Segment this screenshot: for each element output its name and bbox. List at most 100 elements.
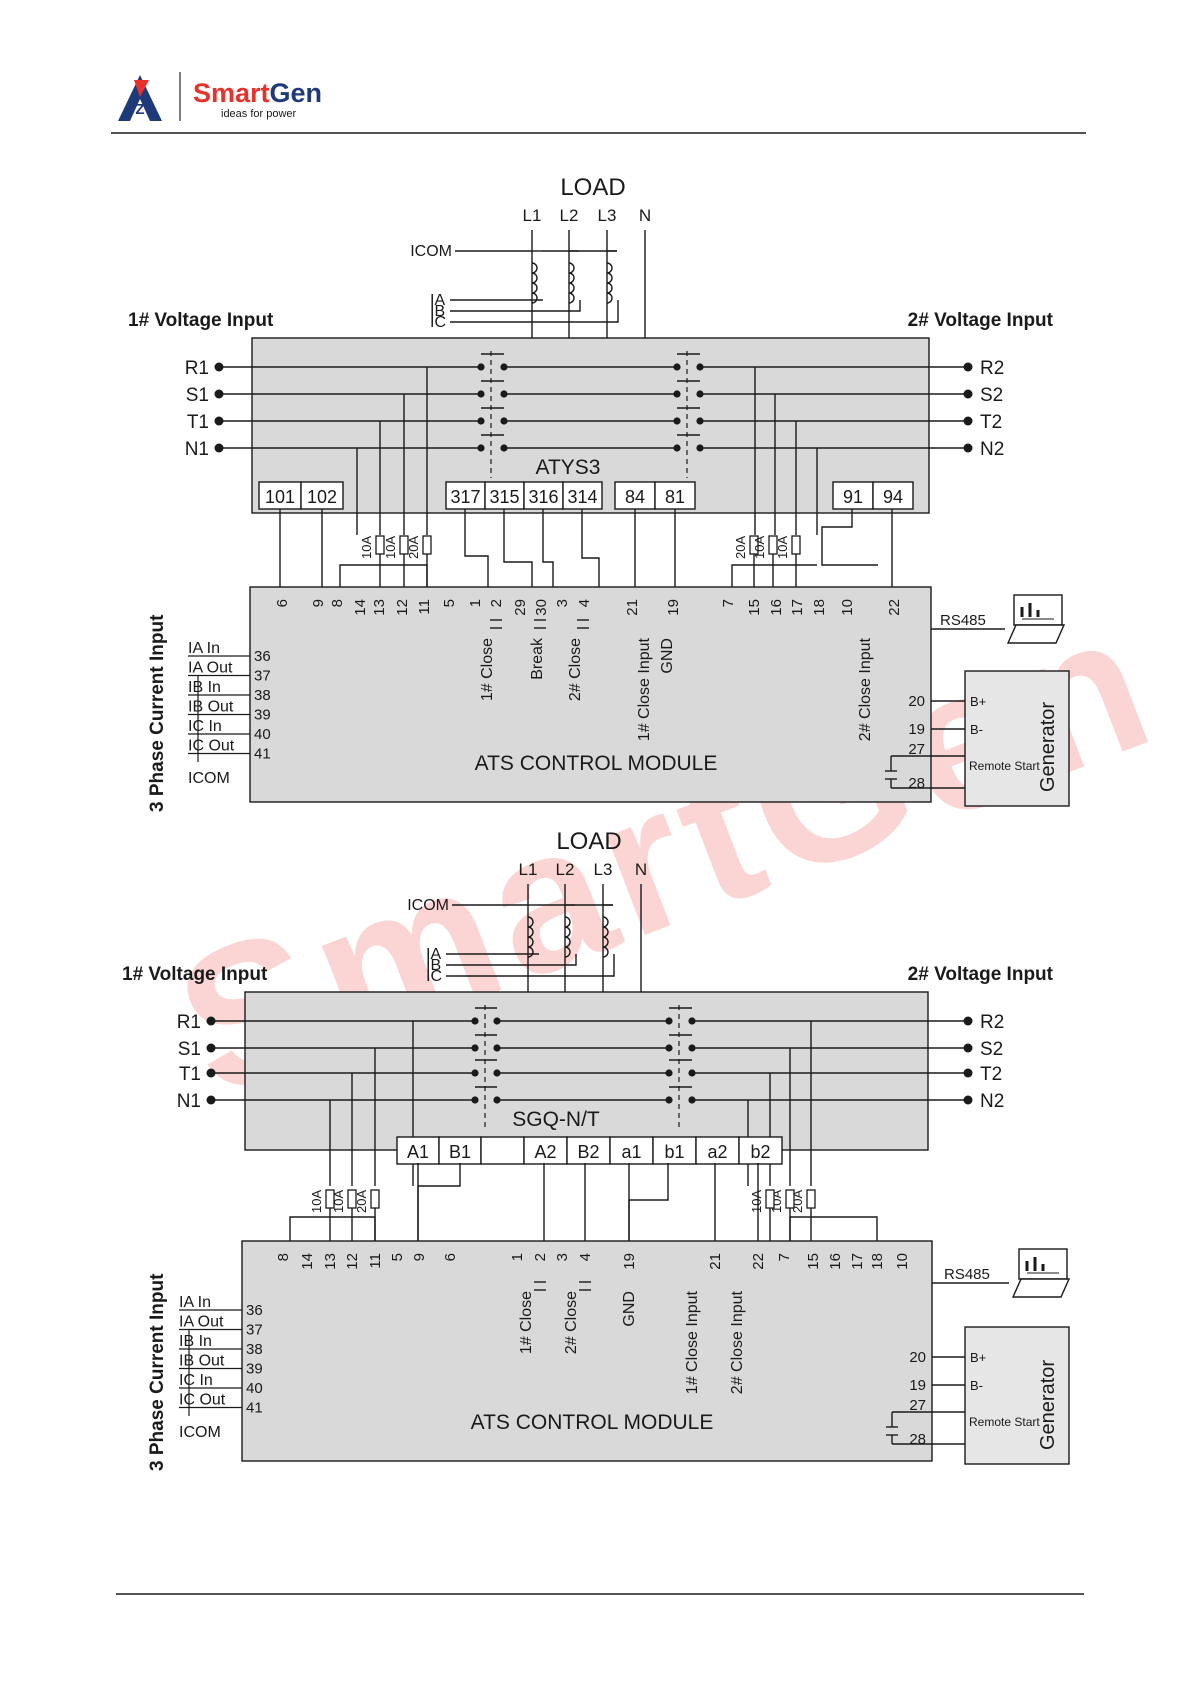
control-wire [464, 509, 489, 587]
switch-terminal-label: a2 [707, 1142, 727, 1162]
module-function-label: 1# Close Input [684, 1290, 701, 1394]
module-pin-label: 8 [329, 599, 346, 607]
brand-prefix: Smart [193, 78, 270, 108]
fuse-body [422, 535, 432, 555]
switch-terminal-label: A1 [407, 1142, 429, 1162]
fuse-source2: 20A [733, 535, 759, 559]
module-pin-label: 19 [665, 599, 682, 616]
generator-pin: 19 [908, 721, 925, 738]
ct-label-ib: IB [430, 303, 445, 320]
brand-tagline: ideas for power [221, 108, 297, 120]
current-input-label: IA In [179, 1294, 211, 1311]
ct-coil-ib [564, 916, 571, 958]
fuse-source1: 20A [354, 1189, 380, 1213]
fuse-rating: 10A [749, 1190, 764, 1213]
switch-terminal-label: 316 [528, 487, 558, 507]
module-pin-label: 18 [869, 1253, 886, 1270]
generator-terminal-label: B- [970, 722, 983, 737]
fuse-body [791, 535, 801, 555]
module-pin-label: 16 [768, 599, 785, 616]
module-pin-label: 3 [554, 599, 571, 607]
generator-terminal-label: B- [970, 1378, 983, 1393]
generator-box [964, 1326, 1070, 1465]
module-pin-label: 8 [275, 1253, 292, 1261]
current-input-title: 3 Phase Current Input [147, 614, 168, 812]
switch-terminal-label: B1 [449, 1142, 471, 1162]
module-pin-label: 15 [746, 599, 763, 616]
source2-switch-contact [665, 1007, 696, 1025]
brand-suffix: Gen [270, 78, 323, 108]
current-input-label: IB Out [188, 699, 234, 716]
ct-coil-ic [602, 916, 609, 958]
current-input-pin: 41 [246, 1400, 263, 1417]
source2-terminal-n2: N2 [980, 439, 1004, 460]
generator-pin: 27 [908, 741, 925, 758]
control-wire [417, 1163, 461, 1241]
source2-terminal-n2: N2 [980, 1091, 1004, 1112]
fuse-rating: 10A [309, 1190, 324, 1213]
current-input-label: IC Out [188, 738, 235, 755]
laptop-base [1011, 1278, 1071, 1298]
switch-terminal-label: 84 [625, 487, 645, 507]
source1-terminal-t1: T1 [179, 1064, 201, 1085]
fuse-body [765, 1189, 775, 1209]
module-pin-label: 13 [371, 599, 388, 616]
icom-label: ICOM [407, 897, 449, 914]
current-input-pin: 38 [246, 1341, 263, 1358]
module-pin-label: 29 [512, 599, 529, 616]
current-icom-label: ICOM [179, 1424, 221, 1441]
module-function-label: Break [529, 637, 546, 680]
source2-terminal-t2: T2 [980, 412, 1002, 433]
control-wire [503, 509, 533, 587]
current-input-label: IB Out [179, 1353, 225, 1370]
contact-point [477, 363, 485, 371]
ct-coil-ic [606, 262, 613, 304]
module-pin-label: 13 [322, 1253, 339, 1270]
ct-label-ib: IB [426, 957, 441, 974]
source1-switch-contact [471, 1059, 501, 1077]
contact-point [696, 390, 704, 398]
load-line-label: L1 [523, 206, 542, 225]
ct-label-ic: IC [426, 968, 442, 985]
load-line-label: L3 [594, 860, 613, 879]
contact-point [696, 417, 704, 425]
output-contact [534, 619, 546, 629]
load-line-label: L3 [598, 206, 617, 225]
module-pin-label: 11 [416, 599, 433, 615]
module-function-label: 1# Close [518, 1291, 535, 1354]
ct-coil-winding [568, 262, 575, 304]
contact-point [688, 1044, 696, 1052]
switch-terminal-label: 91 [843, 487, 863, 507]
source2-terminal-r2: R2 [980, 358, 1004, 379]
module-function-label: 2# Close [563, 1291, 580, 1354]
icom-label: ICOM [410, 243, 452, 260]
module-pin-label: 12 [344, 1253, 361, 1270]
load-line-label: L2 [560, 206, 579, 225]
module-function-label: 2# Close Input [729, 1290, 746, 1394]
module-pin-label: 9 [310, 599, 327, 607]
source1-switch-contact [471, 1034, 501, 1052]
generator-pin: 27 [909, 1397, 926, 1414]
module-function-label: 1# Close [479, 638, 496, 701]
source1-terminal-n1: N1 [177, 1091, 201, 1112]
ct-coil-ia [531, 262, 538, 304]
source1-terminal-t1: T1 [187, 412, 209, 433]
voltage-input-1-title: 1# Voltage Input [128, 310, 274, 331]
output-contact [490, 619, 502, 629]
contact-point [688, 1069, 696, 1077]
switch-terminal [562, 481, 603, 510]
ct-coil-winding [606, 262, 613, 304]
switch-terminal-label: 81 [665, 487, 685, 507]
ct-label-ia: IA [426, 946, 441, 963]
laptop-icon [1011, 1248, 1071, 1298]
logo-letter: Z [135, 101, 144, 118]
source2-switch-contact [673, 353, 704, 371]
current-input-pin: 37 [254, 668, 271, 685]
module-pin-label: 21 [707, 1253, 724, 1270]
switch-terminal [566, 1136, 611, 1165]
switch-terminal [300, 481, 344, 510]
module-function-label: 2# Close [567, 638, 584, 701]
generator-label: Generator [1037, 702, 1059, 792]
